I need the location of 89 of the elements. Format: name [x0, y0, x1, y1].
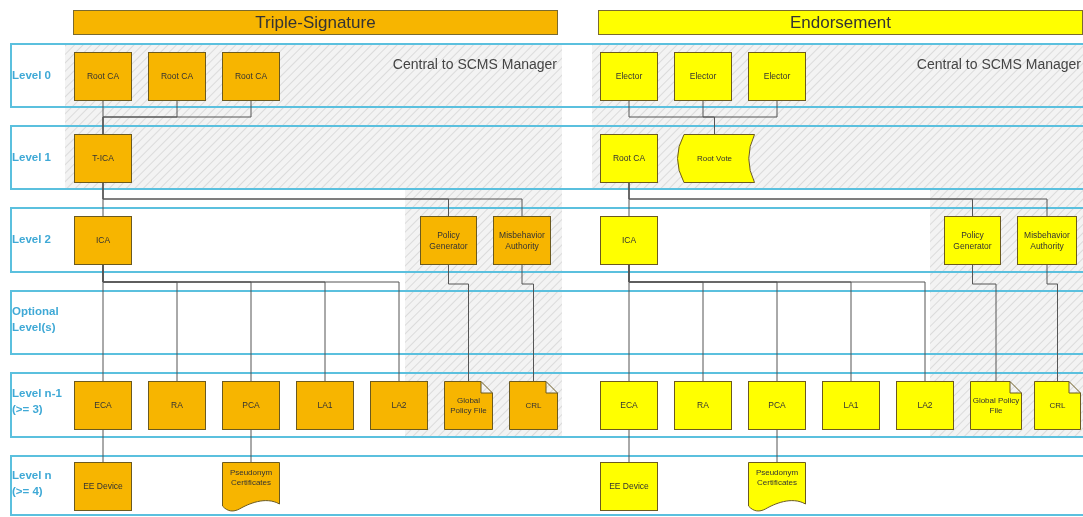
process-box [600, 134, 658, 183]
process-box [493, 216, 551, 265]
level-label: Optional Level(s) [12, 304, 60, 335]
connector-line [628, 429, 630, 463]
box-label: Elector [762, 71, 792, 82]
box-label: Elector [614, 71, 644, 82]
header-title: Endorsement [789, 14, 892, 31]
region-label: Central to SCMS Manager [915, 55, 1081, 74]
box-label: CRL [524, 400, 543, 411]
process-box [148, 381, 206, 430]
box-label: Root CA [233, 71, 269, 82]
header-title: Triple-Signature [255, 14, 376, 31]
box-label: Root CA [611, 153, 647, 164]
process-box [222, 381, 280, 430]
box-label: LA1 [842, 400, 860, 411]
box-label: CRL [1048, 400, 1067, 411]
box-label: Elector [688, 71, 718, 82]
box-label: ICA [94, 235, 112, 246]
connector-line [972, 264, 997, 382]
document-wave-shape [748, 462, 806, 512]
process-box [600, 52, 658, 101]
process-box [420, 216, 477, 265]
box-label: ECA [619, 400, 639, 411]
document-shape [970, 381, 1022, 430]
level-label: Level 2 [12, 232, 52, 247]
process-box [370, 381, 428, 430]
process-box [74, 134, 132, 183]
box-label: Policy Generator [952, 229, 993, 252]
connector-line [102, 100, 252, 135]
process-box [600, 216, 658, 265]
box-label: LA1 [316, 400, 334, 411]
box-label: Root Vote [695, 153, 734, 164]
box-label: RA [696, 400, 710, 411]
process-box [896, 381, 954, 430]
region-label: Central to SCMS Manager [391, 55, 557, 74]
process-box [74, 52, 132, 101]
connector-line [250, 429, 252, 463]
box-label: Pseudonym Certificates [228, 468, 274, 488]
header-bar [598, 10, 1083, 35]
document-wave-shape [222, 462, 280, 512]
process-box [748, 52, 806, 101]
box-label: RA [170, 400, 184, 411]
box-label: PCA [767, 400, 787, 411]
stored-data-shape [674, 134, 755, 183]
box-label: Policy Generator [428, 229, 469, 252]
process-box [74, 381, 132, 430]
connector-line [1046, 264, 1058, 382]
level-label: Level n (>= 4) [12, 468, 53, 499]
process-box [222, 52, 280, 101]
connector-line [102, 182, 523, 217]
process-box [600, 462, 658, 511]
box-label: Root CA [85, 71, 121, 82]
box-label: PCA [241, 400, 261, 411]
header-bar [73, 10, 558, 35]
process-box [674, 381, 732, 430]
process-box [822, 381, 880, 430]
level-label: Level 1 [12, 150, 52, 165]
box-label: LA2 [390, 400, 408, 411]
connector-line [776, 429, 778, 463]
process-box [74, 216, 132, 265]
document-shape [1034, 381, 1081, 430]
box-label: Root CA [159, 71, 195, 82]
connector-line [102, 429, 104, 463]
process-box [1017, 216, 1077, 265]
box-label: ECA [93, 400, 113, 411]
box-label: Misbehavior Authority [498, 229, 546, 252]
box-label: EE Device [82, 481, 124, 492]
box-label: Global Policy File [971, 395, 1021, 416]
connector-line [628, 182, 1048, 217]
process-box [74, 462, 132, 511]
level-label: Level n-1 (>= 3) [12, 386, 63, 417]
process-box [296, 381, 354, 430]
document-shape [444, 381, 493, 430]
box-label: Global Policy File [449, 395, 488, 416]
process-box [148, 52, 206, 101]
connector-line [448, 264, 469, 382]
box-label: ICA [620, 235, 638, 246]
box-label: Pseudonym Certificates [754, 468, 800, 488]
box-label: T-ICA [91, 153, 115, 164]
box-label: Misbehavior Authority [1023, 229, 1071, 252]
process-box [944, 216, 1001, 265]
connector-line [521, 264, 534, 382]
process-box [748, 381, 806, 430]
process-box [674, 52, 732, 101]
document-shape [509, 381, 558, 430]
box-label: LA2 [916, 400, 934, 411]
box-label: EE Device [608, 481, 650, 492]
process-box [600, 381, 658, 430]
level-label: Level 0 [12, 68, 52, 83]
